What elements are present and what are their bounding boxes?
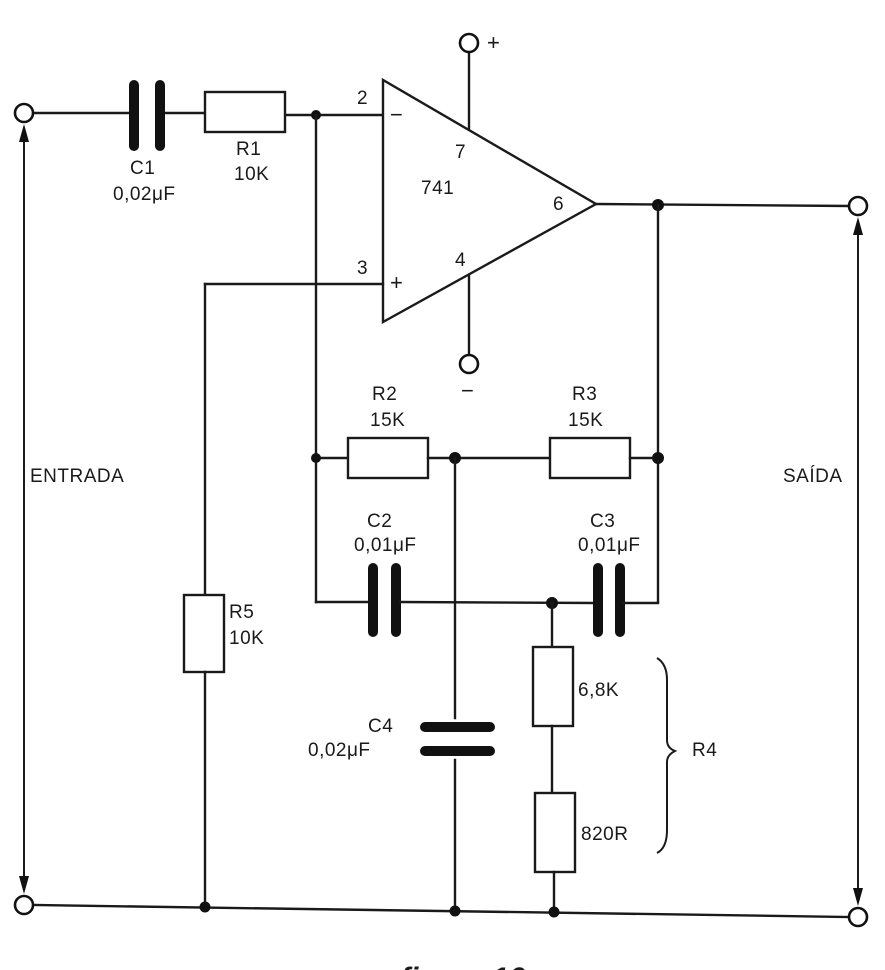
- c1-name: C1: [130, 158, 155, 179]
- node-ground-r5: [199, 901, 211, 913]
- c3-name: C3: [590, 511, 615, 532]
- r3-value: 15K: [568, 410, 603, 431]
- r2-value: 15K: [370, 410, 405, 431]
- r2-name: R2: [372, 384, 397, 405]
- r4a-value: 6,8K: [578, 680, 619, 701]
- c2-name: C2: [367, 511, 392, 532]
- supply-plus-terminal: [458, 32, 480, 54]
- resistor-r3: [548, 436, 632, 480]
- c2-value: 0,01μF: [354, 535, 417, 556]
- r4b-value: 820R: [581, 824, 628, 845]
- c1-value: 0,02μF: [113, 184, 176, 205]
- resistor-r5: [182, 593, 226, 674]
- resistor-r2: [346, 436, 430, 480]
- resistor-r4b: [533, 791, 577, 874]
- c4-name: C4: [368, 716, 393, 737]
- node-ground-r4: [548, 906, 560, 918]
- r5-value: 10K: [229, 628, 264, 649]
- non-inverting-sign: +: [390, 270, 403, 295]
- supply-plus-sign: +: [487, 30, 500, 55]
- input-terminal-top: [13, 102, 35, 124]
- output-voltage-arrow: [853, 217, 863, 906]
- input-voltage-arrow: [19, 124, 29, 894]
- pin-7-label: 7: [455, 142, 466, 163]
- inverting-sign: −: [390, 102, 403, 127]
- supply-minus-sign: −: [461, 378, 474, 403]
- pin-4-label: 4: [455, 250, 466, 271]
- figure-caption: figura 16: [400, 962, 525, 970]
- input-label: ENTRADA: [30, 466, 124, 487]
- output-terminal-bottom: [847, 906, 869, 928]
- pin-3-label: 3: [357, 258, 368, 279]
- pin-2-label: 2: [357, 88, 368, 109]
- input-line: [32, 111, 385, 117]
- resistor-r4a: [531, 645, 575, 728]
- opamp-741: [381, 77, 599, 325]
- capacitor-c1: [129, 80, 165, 151]
- opamp-part-label: 741: [421, 178, 454, 199]
- supply-minus-terminal: [458, 353, 480, 375]
- r4-brace: [656, 657, 678, 854]
- output-terminal-top: [847, 195, 869, 217]
- output-label: SAÍDA: [783, 466, 843, 487]
- c4-value: 0,02μF: [308, 740, 371, 761]
- pin-6-label: 6: [553, 194, 564, 215]
- resistor-r1: [203, 90, 287, 134]
- r4-name: R4: [692, 740, 717, 761]
- c3-value: 0,01μF: [578, 535, 641, 556]
- input-terminal-bottom: [13, 894, 35, 916]
- node-ground-c4: [449, 905, 461, 917]
- capacitor-c4: [420, 722, 495, 756]
- capacitor-c3: [593, 563, 625, 637]
- node-r3-right: [652, 452, 664, 464]
- capacitor-c2: [368, 563, 401, 637]
- r3-name: R3: [572, 384, 597, 405]
- node-r2-left: [311, 453, 321, 463]
- r1-value: 10K: [234, 164, 269, 185]
- r5-name: R5: [229, 602, 254, 623]
- r1-name: R1: [236, 139, 261, 160]
